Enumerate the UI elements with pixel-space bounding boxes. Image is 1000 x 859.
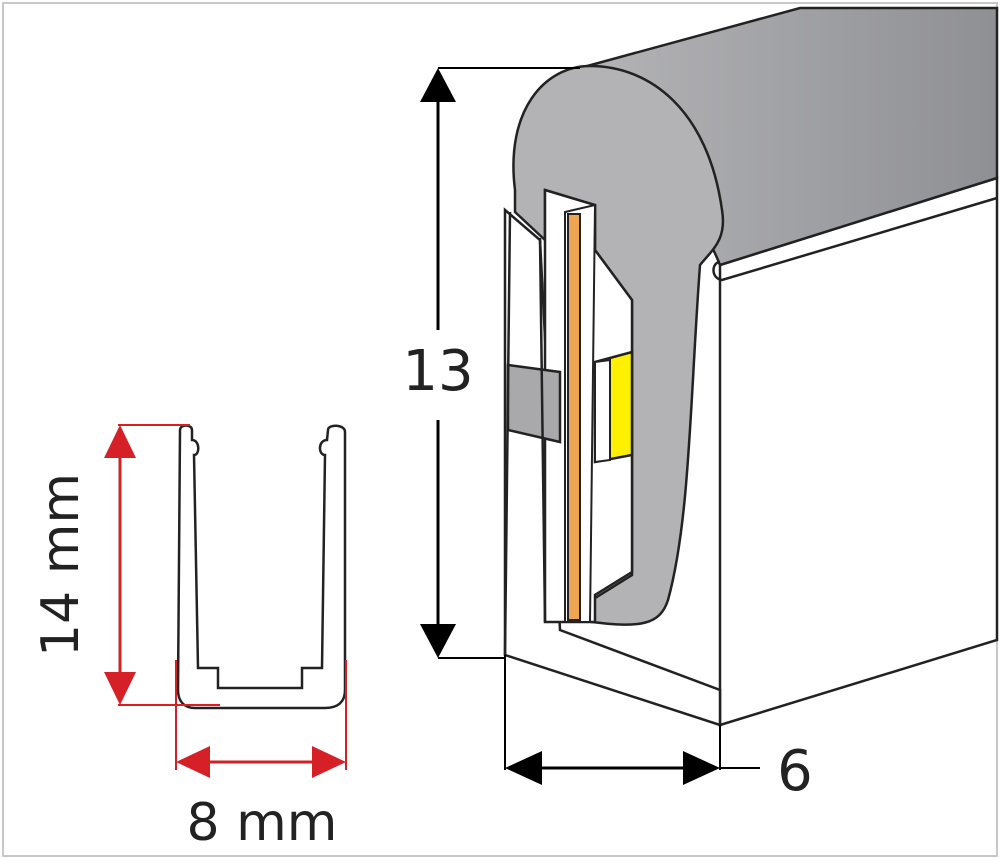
connector-tab [506,363,562,444]
dimension-height-channel [104,424,220,706]
label-height-large: 13 [402,339,473,404]
silicone-cross-section [512,64,725,626]
label-height-channel: 14 mm [31,473,91,657]
label-width-large: 6 [777,739,813,804]
front-channel-outline [503,211,547,656]
neon-profile-3d [503,6,999,727]
dimension-width-large [504,655,760,785]
u-channel-profile [176,424,347,710]
dimension-width-channel [175,660,347,778]
label-width-channel: 8 mm [187,793,338,853]
side-groove [712,196,998,282]
led-chip-side [594,358,611,464]
pcb-copper [567,213,581,621]
dimension-height-large [420,67,580,659]
profile-side-face [718,176,999,727]
